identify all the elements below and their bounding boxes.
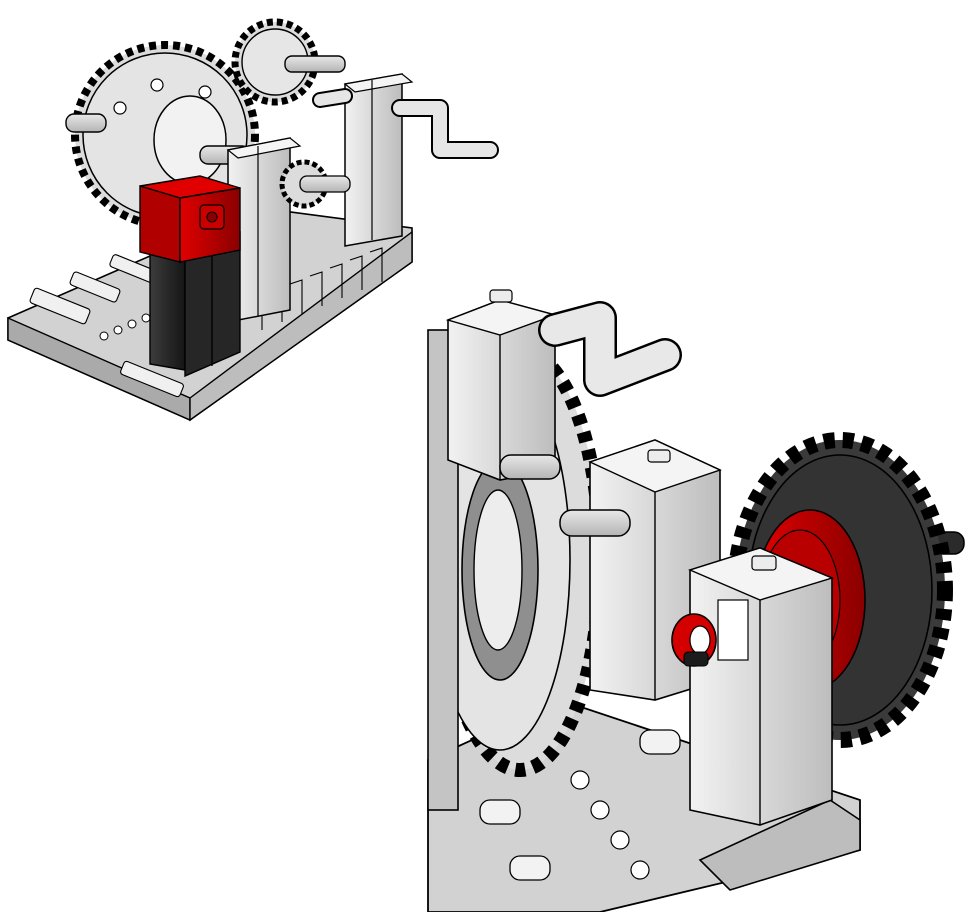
dark-block-column bbox=[149, 231, 241, 378]
overview-view bbox=[7, 18, 499, 422]
red-clip-connector bbox=[671, 613, 717, 667]
axle bbox=[499, 454, 965, 555]
crank-handle bbox=[538, 301, 682, 397]
crank-handle bbox=[312, 88, 499, 159]
building-block-column bbox=[687, 547, 835, 826]
pinion-gear bbox=[279, 159, 351, 209]
highlighted-red-block bbox=[139, 175, 241, 263]
detail-view bbox=[427, 289, 965, 912]
building-block-column bbox=[445, 289, 558, 481]
